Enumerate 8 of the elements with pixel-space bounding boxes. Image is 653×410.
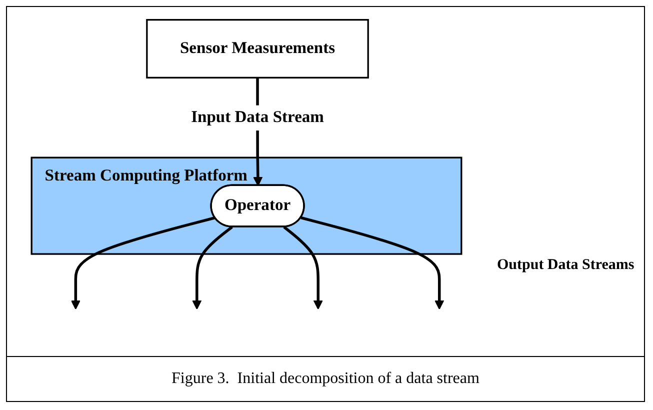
- arrow: [192, 226, 233, 310]
- edge-label: Input Data Stream: [191, 108, 324, 126]
- node-box: Sensor Measurements: [146, 18, 369, 78]
- note-text: Output Data Streams: [497, 257, 636, 274]
- arrow: [70, 216, 216, 310]
- arrow: [300, 216, 444, 310]
- arrow: [283, 226, 323, 310]
- figure-caption: Figure 3. Initial decomposition of a data stream: [172, 370, 480, 388]
